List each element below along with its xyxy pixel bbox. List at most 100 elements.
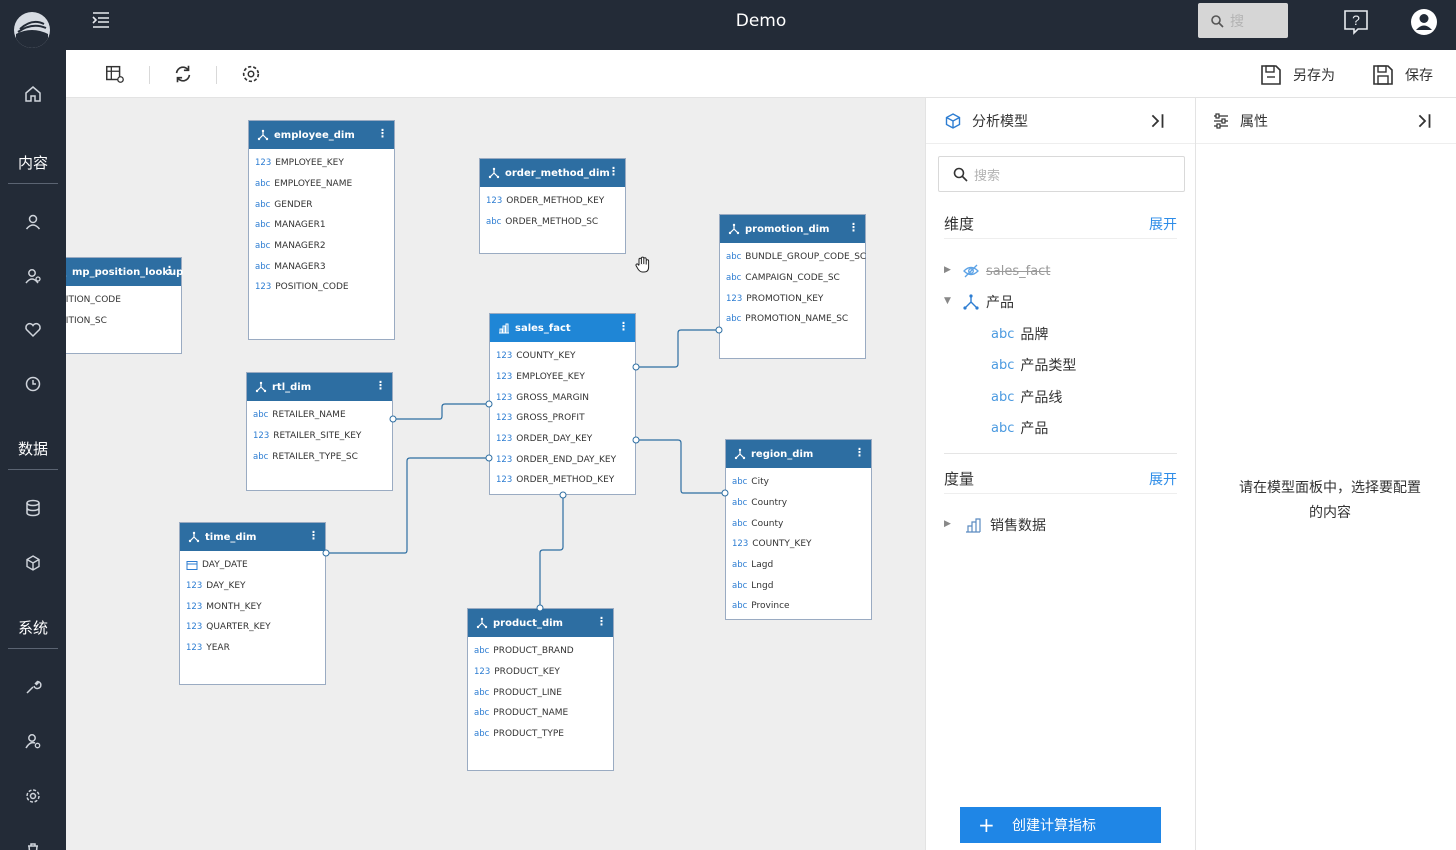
settings-icon[interactable] [239,62,263,86]
more-menu-icon[interactable]: ⋮ [854,446,865,459]
home-icon[interactable] [0,76,66,112]
save-button[interactable]: 保存 [1371,62,1433,88]
save-as-button[interactable]: 另存为 [1259,62,1335,88]
table-header[interactable]: time_dim⋮ [180,523,325,551]
heart-icon[interactable] [0,312,66,348]
field-row[interactable]: OSITION_SC [66,311,181,332]
more-menu-icon[interactable]: ⋮ [375,379,386,392]
tree-group-sales-data[interactable]: ▶ 销售数据 [944,513,1046,537]
table-header[interactable]: order_method_dim⋮ [480,159,625,187]
tree-item-brand[interactable]: abc 品牌 [991,322,1048,346]
relationship-line[interactable] [636,439,725,494]
user-icon[interactable] [0,204,66,240]
caret-right-icon[interactable]: ▶ [944,519,951,529]
create-calculated-measure-button[interactable]: + 创建计算指标 [960,807,1161,843]
tree-group-product[interactable]: ▼ 产品 [944,290,1014,314]
cube-icon[interactable] [0,545,66,581]
table-header[interactable]: rtl_dim⋮ [247,373,392,401]
global-search-input[interactable]: 搜 [1198,3,1288,38]
user-group-icon[interactable] [0,258,66,294]
relationship-line[interactable] [636,329,719,368]
more-menu-icon[interactable]: ⋮ [308,529,319,542]
relationship-line[interactable] [326,457,489,554]
menu-toggle-icon[interactable] [84,4,118,36]
table-header[interactable]: sales_fact⋮ [490,314,635,342]
field-row[interactable]: OSITION_CODE [66,290,181,311]
more-menu-icon[interactable]: ⋮ [596,615,607,628]
table-card-mp-position-lookup[interactable]: mp_position_lookup⋮OSITION_CODEOSITION_S… [66,257,183,354]
measures-expand-link[interactable]: 展开 [1149,471,1177,488]
account-avatar-icon[interactable] [1406,5,1442,39]
caret-right-icon[interactable]: ▶ [944,265,951,275]
history-icon[interactable] [0,366,66,402]
dimensions-expand-link[interactable]: 展开 [1149,216,1177,233]
refresh-icon[interactable] [171,62,195,86]
collapse-panel-icon[interactable] [1416,112,1434,130]
more-menu-icon[interactable]: ⋮ [618,320,629,333]
more-menu-icon[interactable]: ⋮ [377,127,388,140]
more-menu-icon[interactable]: ⋮ [848,221,859,234]
tree-item-product[interactable]: abc 产品 [991,416,1048,440]
more-menu-icon[interactable]: ⋮ [608,165,619,178]
app-logo[interactable] [14,12,50,48]
model-search-input[interactable]: 搜索 [938,156,1185,192]
table-header[interactable]: promotion_dim⋮ [720,215,865,243]
gear-icon[interactable] [0,778,66,814]
wrench-icon[interactable] [0,669,66,705]
table-header[interactable]: employee_dim⋮ [249,121,394,149]
tree-item-product-type[interactable]: abc 产品类型 [991,353,1076,377]
table-header[interactable]: region_dim⋮ [726,440,871,468]
collapse-panel-icon[interactable] [1149,112,1167,130]
relationship-line[interactable] [539,495,564,608]
trash-icon[interactable] [0,832,66,850]
table-header[interactable]: product_dim⋮ [468,609,613,637]
caret-down-icon[interactable]: ▼ [944,296,951,306]
user-settings-icon[interactable] [0,723,66,759]
tree-item-product-line[interactable]: abc 产品线 [991,385,1062,409]
relationship-line[interactable] [393,403,489,420]
